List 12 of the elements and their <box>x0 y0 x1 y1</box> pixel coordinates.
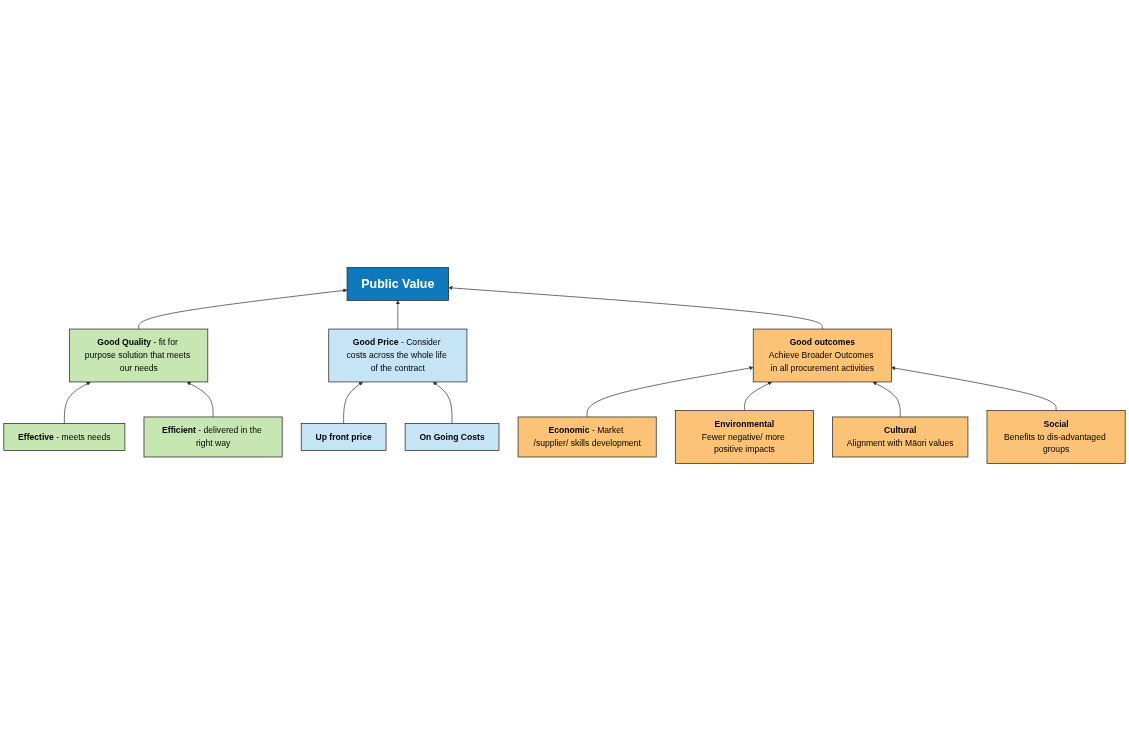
node-box: Public Value <box>346 267 449 301</box>
node-box: Social Benefits to dis-advantaged groups <box>986 410 1126 464</box>
node-box: Good Price - Consider costs across the whole life of the contract <box>328 328 468 383</box>
node-box: Economic - Market /supplier/ skills development <box>517 416 657 458</box>
node-box: Effective - meets needs <box>3 423 126 451</box>
node-box: Cultural Alignment with Māori values <box>832 416 969 458</box>
node-box: Up front price <box>300 423 387 451</box>
node-box: Efficient - delivered in the right way <box>143 416 283 458</box>
node-box: Good Quality - fit for purpose solution that meets our needs <box>69 328 209 383</box>
node-box: Environmental Fewer negative/ more positive impacts <box>674 410 814 464</box>
node-box: On Going Costs <box>404 423 500 451</box>
node-box: Good outcomes Achieve Broader Outcomes in all procurement activities <box>752 328 892 383</box>
